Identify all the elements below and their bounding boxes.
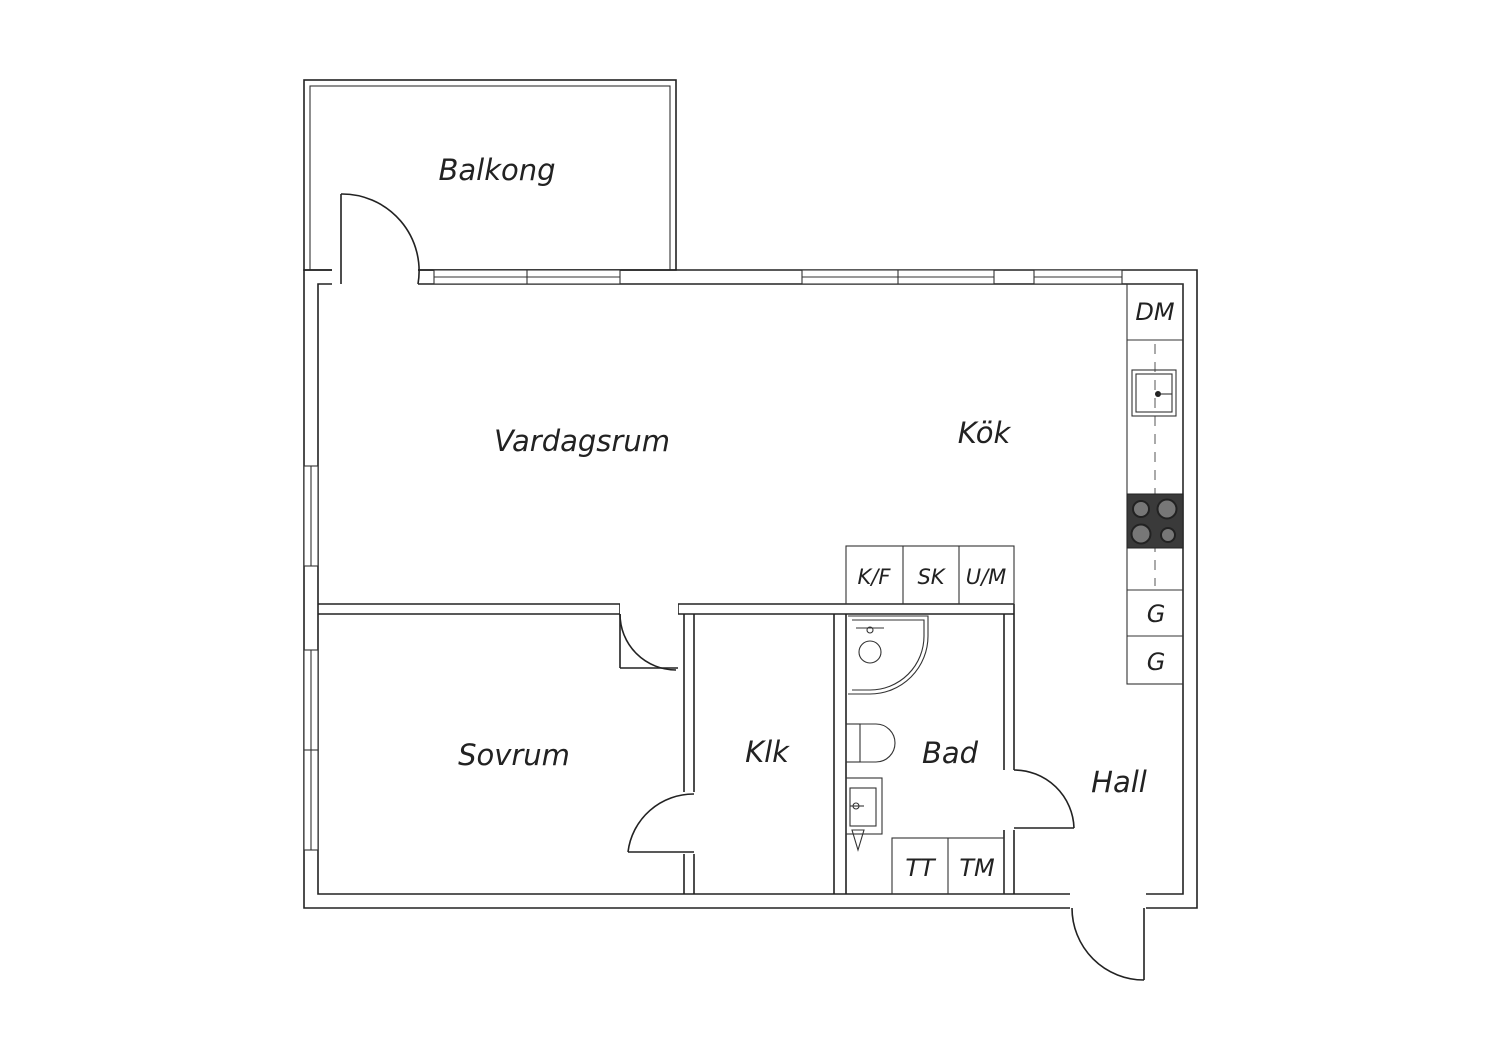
washbasin-icon bbox=[845, 777, 883, 852]
fixture-label-tt: TT bbox=[905, 854, 937, 882]
room-label-vardagsrum: Vardagsrum bbox=[494, 424, 670, 458]
stove-icon bbox=[1126, 493, 1184, 549]
fixture-label-g1: G bbox=[1147, 600, 1166, 628]
room-label-sovrum: Sovrum bbox=[458, 738, 570, 772]
bedroom-door bbox=[619, 602, 678, 671]
toilet-icon bbox=[845, 723, 896, 763]
room-label-bad: Bad bbox=[922, 736, 979, 770]
closet-door bbox=[627, 792, 696, 854]
left-windows bbox=[303, 465, 319, 851]
fixture-label-kf: K/F bbox=[858, 565, 892, 589]
fixture-label-dm: DM bbox=[1135, 298, 1174, 326]
balcony-door bbox=[332, 193, 420, 286]
entrance-door bbox=[1070, 892, 1146, 981]
fixture-label-sk: SK bbox=[917, 565, 946, 589]
kitchen-units bbox=[845, 545, 1015, 605]
bathroom-door bbox=[1002, 769, 1075, 830]
shower-icon bbox=[848, 615, 929, 695]
fixture-label-um: U/M bbox=[966, 565, 1007, 589]
fixture-label-g2: G bbox=[1147, 648, 1166, 676]
room-label-hall: Hall bbox=[1091, 765, 1147, 799]
kitchen-sink-icon bbox=[1131, 369, 1177, 417]
interior-walls bbox=[318, 603, 1015, 894]
exterior-walls bbox=[303, 269, 1198, 909]
top-windows bbox=[433, 269, 1123, 285]
room-label-klk: Klk bbox=[745, 735, 790, 769]
fixture-label-tm: TM bbox=[959, 854, 995, 882]
room-label-balkong: Balkong bbox=[438, 153, 555, 187]
room-label-kok: Kök bbox=[958, 416, 1012, 450]
laundry-units bbox=[891, 837, 1005, 895]
